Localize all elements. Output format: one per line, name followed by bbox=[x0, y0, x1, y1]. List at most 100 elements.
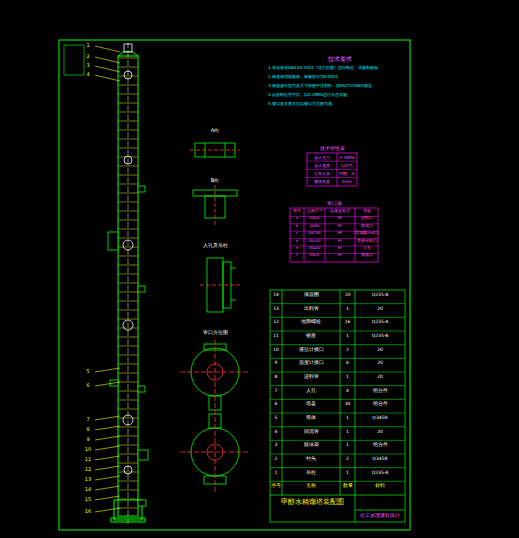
table-rule bbox=[270, 344, 405, 345]
table-rule bbox=[270, 399, 405, 400]
column-body bbox=[108, 42, 148, 524]
leader-line bbox=[95, 426, 120, 430]
leader-line bbox=[95, 416, 120, 420]
label-text: B向 bbox=[211, 178, 219, 184]
table-rule bbox=[270, 440, 405, 441]
label-text: 人孔 bbox=[306, 389, 316, 394]
callout-number: 10 bbox=[85, 447, 91, 453]
label-text: DN450 bbox=[308, 247, 320, 251]
label-text: 4 bbox=[346, 389, 349, 394]
label-text: 14 bbox=[273, 293, 279, 298]
label-text: 工作介质 bbox=[314, 172, 330, 177]
label-text: 温度计接口 bbox=[299, 361, 324, 366]
label-text: 名称 bbox=[306, 484, 316, 489]
leader-line bbox=[95, 508, 120, 512]
leader-line bbox=[95, 57, 120, 63]
label-text: 腐蚀裕量 bbox=[314, 180, 330, 185]
label-text: 人孔 bbox=[363, 247, 371, 251]
label-text: 塔釜出料口 bbox=[357, 240, 377, 244]
label-text: 1 bbox=[346, 416, 349, 421]
table-rule bbox=[270, 454, 405, 455]
label-text: 20 bbox=[377, 307, 383, 312]
label-text: 组合件 bbox=[373, 443, 388, 448]
label-text: 塔盘 bbox=[306, 402, 316, 407]
label-text: d bbox=[296, 240, 298, 244]
label-text: 筒体 bbox=[306, 416, 316, 421]
table-rule bbox=[270, 372, 405, 373]
label-text: 20 bbox=[377, 430, 383, 435]
label-text: 液位计接口 bbox=[299, 348, 324, 353]
callout-number: 9 bbox=[86, 437, 89, 443]
table-rule bbox=[270, 481, 405, 482]
label-text: 3.焊接接头型式及尺寸除图中注明外，按HG/T20583规定。 bbox=[268, 84, 406, 89]
callout-number: 5 bbox=[86, 369, 89, 375]
callout-number: 16 bbox=[85, 509, 91, 515]
label-text: a bbox=[296, 217, 298, 221]
label-text: 地脚螺栓 bbox=[301, 320, 321, 325]
label-text: 4 bbox=[275, 430, 278, 435]
callout-number: 7 bbox=[86, 417, 89, 423]
leader-line bbox=[95, 436, 120, 440]
label-text: 8 bbox=[275, 375, 278, 380]
table-rule bbox=[270, 303, 405, 304]
label-text: 人孔及吊柱 bbox=[203, 243, 228, 249]
label-text: 2 bbox=[346, 348, 349, 353]
label-text: 2 bbox=[275, 457, 278, 462]
label-text: 1 bbox=[346, 430, 349, 435]
leader-line bbox=[95, 368, 120, 372]
label-text: Q345R bbox=[372, 457, 387, 462]
label-text: 2 bbox=[346, 457, 349, 462]
label-text: c bbox=[296, 232, 298, 236]
leader-line bbox=[95, 46, 120, 52]
label-text: DN100 bbox=[308, 240, 320, 244]
table-rule bbox=[270, 413, 405, 414]
label-text: 1 bbox=[346, 443, 349, 448]
callout-number: 13 bbox=[85, 477, 91, 483]
label-text: Q235-A bbox=[372, 293, 389, 298]
label-text: 封头 bbox=[306, 457, 316, 462]
table-grid bbox=[290, 153, 378, 262]
label-text: RF bbox=[338, 217, 343, 221]
label-text: 10 bbox=[273, 348, 279, 353]
label-text: 回流管 bbox=[304, 430, 319, 435]
label-text: 20 bbox=[377, 375, 383, 380]
callout-number: 12 bbox=[85, 467, 91, 473]
label-text: DN25 bbox=[309, 254, 319, 258]
table-rule bbox=[307, 169, 357, 170]
label-text: 20 bbox=[377, 361, 383, 366]
label-text: 5.管口及支座方位以管口方位图为准。 bbox=[268, 102, 406, 107]
callout-number: 1 bbox=[86, 43, 89, 49]
nozzle-orientation bbox=[180, 340, 250, 492]
callout-number: 14 bbox=[85, 487, 91, 493]
leader-line bbox=[95, 446, 120, 450]
leader-line bbox=[95, 476, 120, 480]
label-text: 5 bbox=[275, 416, 278, 421]
label-text: 1 bbox=[346, 471, 349, 476]
label-text: 组合件 bbox=[373, 389, 388, 394]
label-text: Q235-A bbox=[372, 320, 389, 325]
label-text: 管口方位图 bbox=[203, 330, 228, 336]
callout-number: 11 bbox=[85, 457, 91, 463]
label-text: 吊柱 bbox=[306, 471, 316, 476]
label-text: 6 bbox=[275, 402, 278, 407]
label-text: 回流口 bbox=[361, 225, 373, 229]
leader-line bbox=[95, 466, 120, 470]
parts-list-grid bbox=[270, 290, 405, 522]
label-text: 公称尺寸 bbox=[307, 210, 323, 214]
label-text: 用途 bbox=[363, 210, 371, 214]
title-block: 甲醇水精馏塔装配图 bbox=[281, 499, 344, 507]
leader-line bbox=[95, 382, 120, 386]
label-text: RF bbox=[338, 247, 343, 251]
label-text: 设计温度 bbox=[314, 164, 330, 169]
label-text: DN50 bbox=[309, 217, 319, 221]
label-text: 进料口 bbox=[361, 217, 373, 221]
label-text: 7 bbox=[275, 389, 278, 394]
label-text: 1 bbox=[346, 307, 349, 312]
label-text: 组合件 bbox=[373, 402, 388, 407]
label-text: 9 bbox=[275, 361, 278, 366]
label-text: 序号 bbox=[271, 484, 281, 489]
label-text: 120℃ bbox=[341, 164, 354, 169]
label-text: 裙座 bbox=[306, 334, 316, 339]
label-text: 设计压力 bbox=[314, 156, 330, 161]
